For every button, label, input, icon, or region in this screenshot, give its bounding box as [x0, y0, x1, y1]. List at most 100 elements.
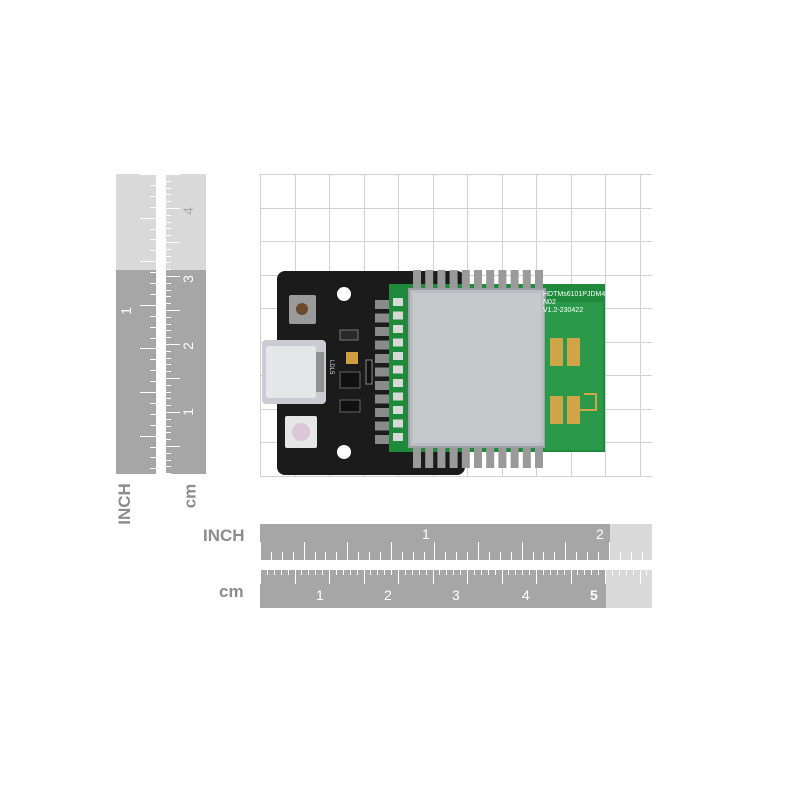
ruler-tick [166, 296, 171, 298]
ruler-tick [342, 570, 344, 575]
horizontal-cm-number-1: 1 [316, 587, 324, 603]
horizontal-cm-label: cm [219, 582, 244, 601]
ruler-tick [150, 381, 156, 383]
header-pin [375, 367, 389, 377]
ruler-tick [166, 330, 171, 332]
ruler-tick [150, 446, 156, 448]
ruler-tick [166, 242, 180, 243]
ruler-tick [166, 459, 171, 461]
ruler-tick [166, 425, 171, 427]
ruler-tick [639, 570, 641, 584]
module-pin [393, 433, 403, 441]
ruler-tick [556, 570, 558, 575]
module-pin [393, 406, 403, 414]
ruler-tick [456, 552, 458, 560]
ruler-tick [166, 350, 171, 352]
ruler-tick [166, 466, 171, 468]
ruler-tick [166, 310, 180, 311]
antenna-area [545, 302, 603, 450]
ruler-tick [460, 570, 462, 575]
ruler-tick [584, 570, 586, 575]
ruler-tick [591, 570, 593, 575]
castellated-pad [425, 270, 434, 288]
ruler-tick [565, 542, 567, 560]
ruler-tick [522, 570, 524, 575]
ruler-tick [150, 228, 156, 230]
ruler-tick [432, 570, 434, 584]
module-pin [393, 338, 403, 347]
castellated-pad [486, 448, 495, 468]
module-pin [393, 311, 403, 320]
ruler-tick [549, 570, 551, 575]
ruler-tick [166, 323, 171, 325]
ruler-tick [439, 570, 441, 575]
board-silk-text: LDL5 [328, 360, 334, 375]
ruler-tick [166, 269, 171, 271]
ruler-tick [554, 552, 556, 560]
ruler-tick [587, 552, 588, 560]
vertical-cm-ruler: 1 [166, 174, 206, 474]
ruler-tick [166, 221, 171, 223]
ruler-tick [166, 412, 180, 413]
ruler-tick [379, 552, 381, 560]
ruler-tick [140, 348, 156, 350]
ruler-tick [150, 424, 156, 426]
ruler-tick [166, 357, 171, 359]
ruler-tick [150, 283, 156, 284]
ruler-tick [140, 261, 156, 263]
ruler-tick [166, 289, 171, 291]
ruler-light-segment [166, 174, 206, 270]
ruler-tick [418, 570, 420, 575]
ruler-tick [425, 570, 427, 575]
ruler-tick [625, 570, 627, 575]
ruler-tick [576, 552, 578, 560]
ruler-tick [577, 570, 579, 575]
ruler-tick [281, 552, 283, 560]
ruler-tick [166, 276, 180, 277]
vertical-inch-ruler: 1 [116, 174, 156, 474]
horizontal-inch-number-2: 2 [596, 526, 604, 542]
header-pin [375, 421, 389, 431]
header-pin [375, 327, 389, 336]
ruler-tick [150, 326, 156, 328]
ruler-tick [150, 337, 156, 339]
ruler-tick [370, 570, 372, 575]
ruler-tick [166, 201, 171, 203]
ruler-tick [166, 194, 171, 196]
castellated-pad [425, 448, 434, 468]
ruler-tick [315, 570, 317, 575]
ruler-tick [384, 570, 386, 575]
ruler-tick [510, 552, 512, 560]
ruler-tick [140, 435, 156, 437]
ruler-tick [166, 384, 171, 386]
ruler-tick [166, 473, 171, 474]
grid-line-vertical [605, 174, 606, 476]
ruler-tick [166, 248, 171, 250]
ruler-tick [398, 570, 399, 584]
castellated-pad [498, 270, 507, 288]
castellated-pad [522, 448, 531, 468]
ruler-tick [150, 370, 156, 372]
ruler-tick [308, 570, 310, 575]
ruler-tick [150, 206, 156, 208]
ruler-tick [369, 552, 370, 560]
ruler-tick [618, 570, 620, 575]
ruler-tick [358, 552, 360, 560]
header-pin [375, 340, 389, 350]
ruler-light-segment [116, 174, 156, 270]
ruler-tick [501, 570, 503, 584]
castellated-pad [437, 270, 446, 288]
ruler-tick [434, 542, 436, 560]
ruler-tick [166, 371, 171, 373]
header-pin [375, 381, 389, 390]
ruler-tick [532, 552, 534, 560]
grid-line-vertical [639, 174, 641, 476]
ruler-tick [166, 446, 180, 447]
ruler-tick [356, 570, 358, 575]
ruler-tick [166, 262, 171, 264]
ruler-tick [349, 570, 351, 575]
ruler-tick [314, 552, 316, 560]
castellated-pad [510, 448, 519, 468]
castellated-pad [461, 448, 470, 468]
